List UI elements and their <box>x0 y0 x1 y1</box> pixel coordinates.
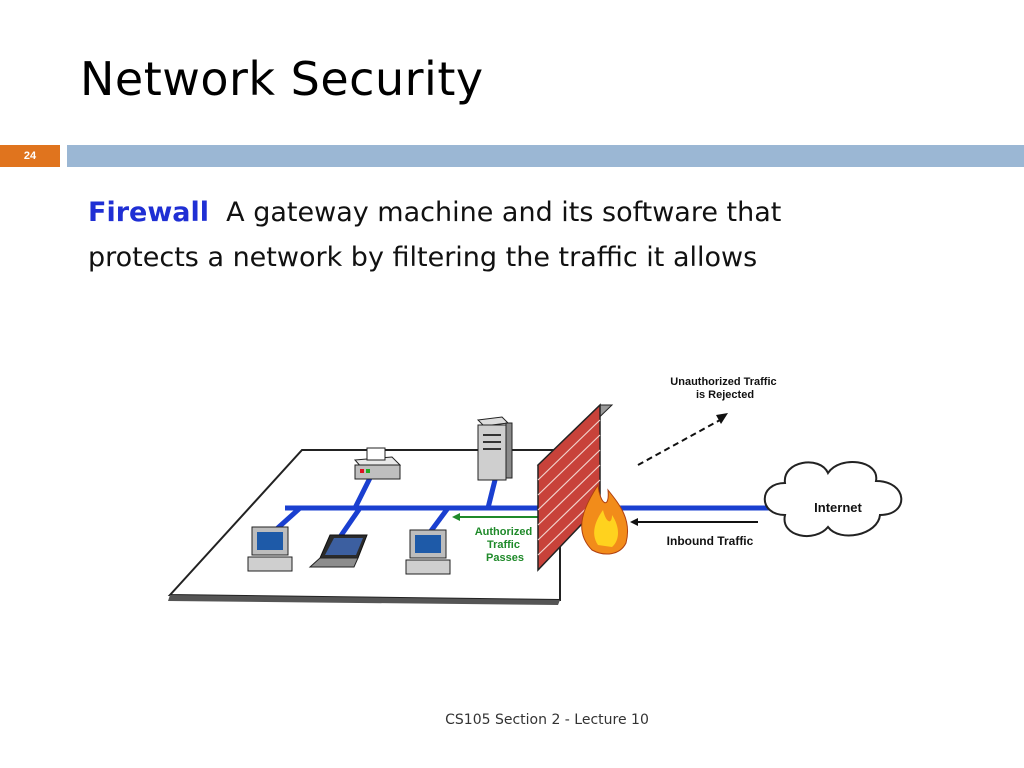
definition-text-line1: A gateway machine and its software that <box>226 197 782 228</box>
desktop-computer-icon <box>247 526 293 572</box>
definition-text-line2: protects a network by filtering the traf… <box>88 242 758 273</box>
slide-number: 24 <box>0 145 60 167</box>
firewall-diagram: Authorized Traffic Passes Inbound Traffi… <box>160 365 920 605</box>
firewall-diagram-svg: Authorized Traffic Passes Inbound Traffi… <box>167 376 903 605</box>
inbound-traffic-label: Inbound Traffic <box>667 534 754 548</box>
cloud-icon <box>763 460 903 537</box>
network-lines <box>268 476 555 539</box>
slide-title: Network Security <box>80 52 484 106</box>
internet-label: Internet <box>814 500 862 515</box>
definition: Firewall A gateway machine and its softw… <box>88 190 968 280</box>
firewall-icon <box>536 403 614 572</box>
title-divider-bar <box>67 145 1024 167</box>
authorized-traffic-label: Authorized Traffic Passes <box>475 526 536 564</box>
network-floor-edge <box>168 595 560 605</box>
arrow-icon <box>630 518 758 526</box>
slide-footer: CS105 Section 2 - Lecture 10 <box>445 712 649 728</box>
desktop-computer-icon <box>405 529 451 575</box>
laptop-icon <box>308 534 368 568</box>
definition-term: Firewall <box>88 197 209 228</box>
printer-icon <box>353 447 402 480</box>
server-icon <box>476 416 513 481</box>
fire-icon <box>581 483 628 555</box>
arrow-icon <box>637 413 728 466</box>
unauthorized-traffic-label: Unauthorized Traffic is Rejected <box>670 376 779 401</box>
arrow-icon <box>452 513 538 521</box>
